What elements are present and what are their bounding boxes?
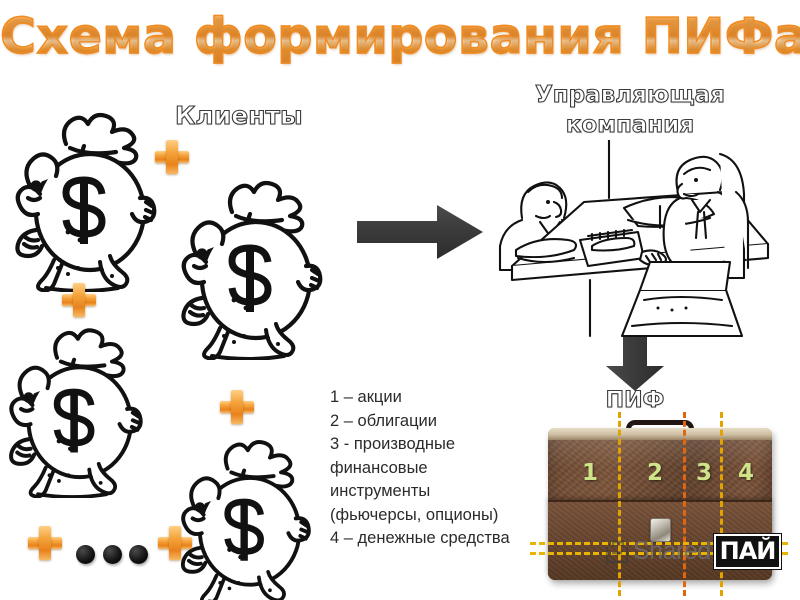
briefcase-top-edge — [548, 428, 772, 440]
segment-divider — [530, 552, 788, 555]
plus-operator — [155, 140, 189, 174]
legend-line: финансовые — [330, 458, 428, 477]
plus-operator — [220, 390, 254, 424]
segment-divider — [683, 412, 686, 596]
legend-line: инструменты — [330, 482, 431, 500]
plus-operator — [28, 526, 62, 560]
plus-operator — [158, 526, 192, 560]
segment-divider — [530, 542, 788, 545]
money-bag-figure — [0, 318, 152, 498]
clients-label: Клиенты — [174, 100, 303, 130]
segment-divider — [720, 412, 723, 596]
ellipsis-dot — [103, 545, 122, 564]
segment-divider — [618, 412, 621, 596]
management-company-label: Управляющая компания — [535, 81, 726, 138]
legend-line: 2 – облигации — [330, 411, 437, 430]
briefcase-clasp — [650, 518, 671, 542]
flow-arrow-down-icon — [604, 336, 666, 392]
legend-line: (фьючерсы, опционы) — [330, 505, 499, 524]
money-bag-figure — [172, 170, 332, 360]
money-bag-figure — [6, 102, 166, 292]
page-title: Схема формирования ПИФа — [0, 6, 800, 68]
legend-line: 3 - производные — [330, 435, 456, 453]
plus-operator — [62, 283, 96, 317]
pif-label: ПИФ — [605, 387, 665, 413]
ellipsis-dot — [129, 545, 148, 564]
briefcase-segment-number: 2 — [647, 460, 664, 486]
money-bag-figure — [170, 430, 322, 600]
briefcase-segment-number: 3 — [696, 460, 713, 486]
watermark: Shared ПАЙ — [604, 534, 782, 569]
shared-logo-icon — [604, 539, 630, 565]
legend-line: 4 – денежные средства — [330, 529, 510, 547]
legend-list: 1 – акции 2 – облигации 3 - производные … — [330, 386, 558, 551]
legend-line: 1 – акции — [330, 388, 402, 406]
watermark-badge: ПАЙ — [713, 534, 782, 569]
flow-arrow-right-icon — [355, 203, 485, 261]
briefcase-segment-number: 4 — [738, 460, 755, 486]
watermark-text: Shared — [633, 537, 711, 565]
ellipsis-dot — [76, 545, 95, 564]
briefcase-segment-number: 1 — [582, 460, 599, 486]
management-company-illustration — [492, 140, 792, 355]
